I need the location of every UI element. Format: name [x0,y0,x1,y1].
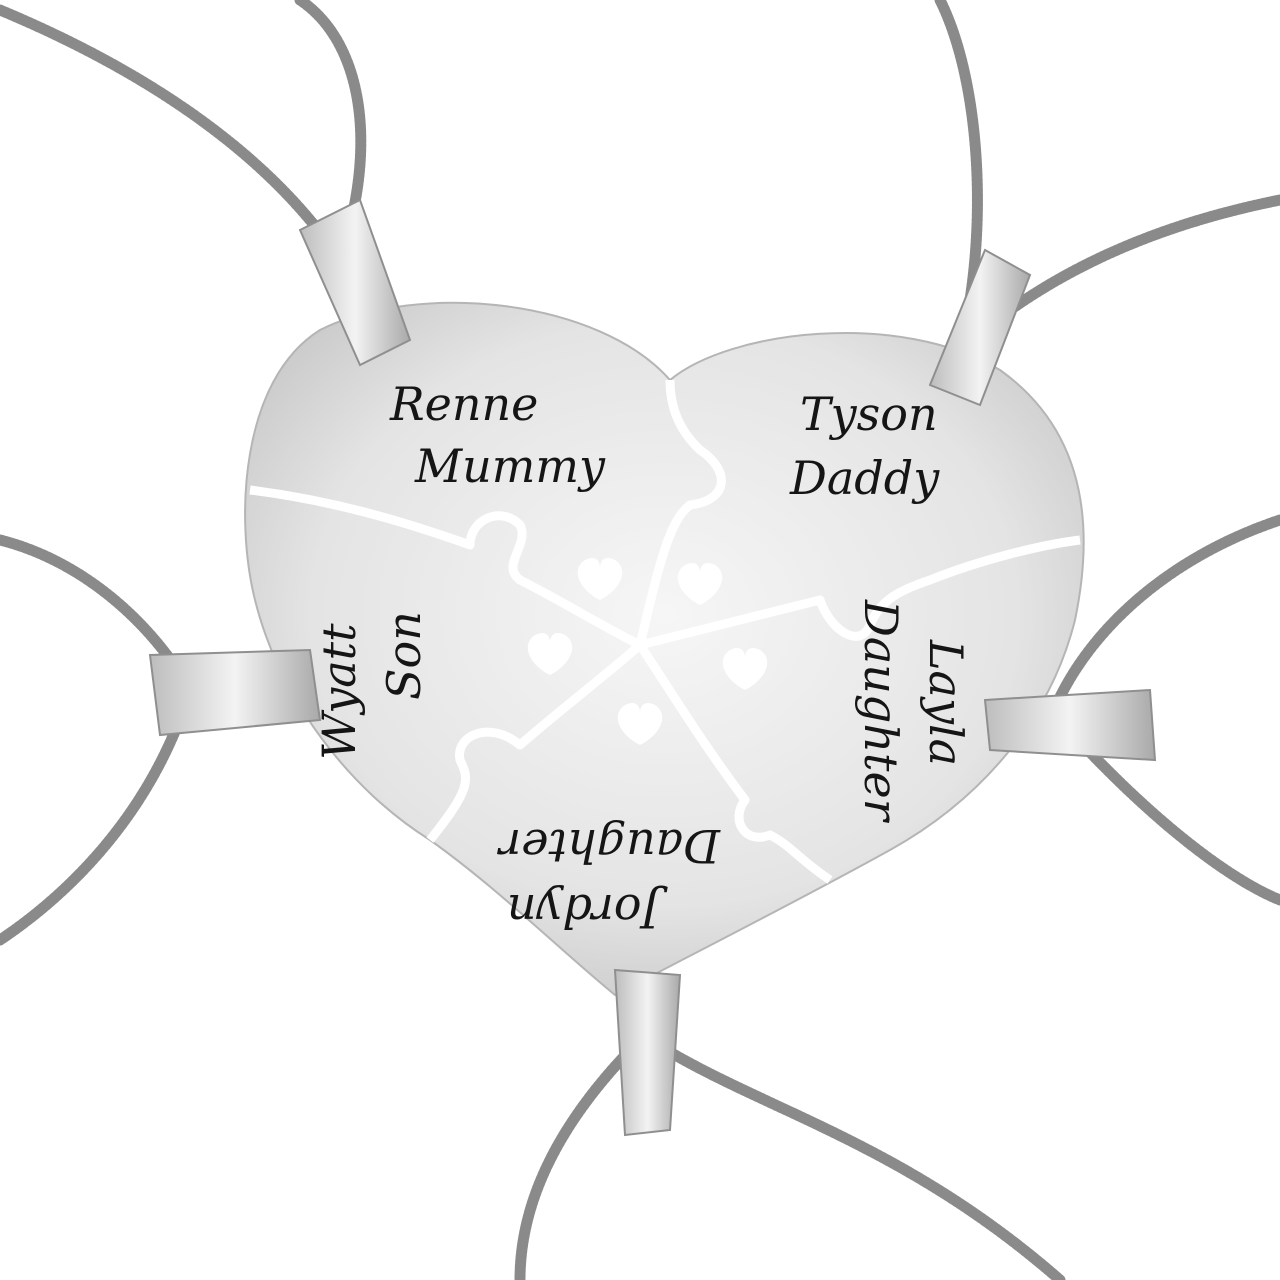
engraved-role: Daddy [789,451,940,505]
bail [928,248,1032,407]
engraved-role: Mummy [414,439,606,493]
engraved-name: Wyatt [312,623,366,760]
bail [148,648,322,737]
engraved-role: Daughter [496,819,721,873]
engraved-name: Tyson [800,387,938,441]
piece-renne: Renne Mummy [389,377,606,493]
bail [298,198,412,367]
heart-cutout-icon [677,562,723,605]
engraved-name: Jordyn [507,884,668,938]
bail [613,968,682,1137]
heart-cutout-icon [722,647,768,690]
piece-jordyn: Jordyn Daughter [496,819,721,938]
piece-tyson: Tyson Daddy [789,387,940,505]
puzzle-seams [249,379,1081,884]
piece-layla: Layla Daughter [854,599,973,824]
heart-cutout-icon [617,702,663,745]
bail [983,688,1157,762]
engraved-name: Renne [389,377,538,431]
heart-cutout-icon [577,557,623,600]
heart-cutouts [527,557,768,745]
piece-wyatt: Wyatt Son [312,611,431,760]
heart-pendant [244,301,1085,997]
engraved-role: Son [377,611,431,700]
heart-cutout-icon [527,632,573,675]
engraved-name: Layla [919,639,973,766]
engraved-role: Daughter [854,599,908,824]
bails [148,198,1157,1137]
